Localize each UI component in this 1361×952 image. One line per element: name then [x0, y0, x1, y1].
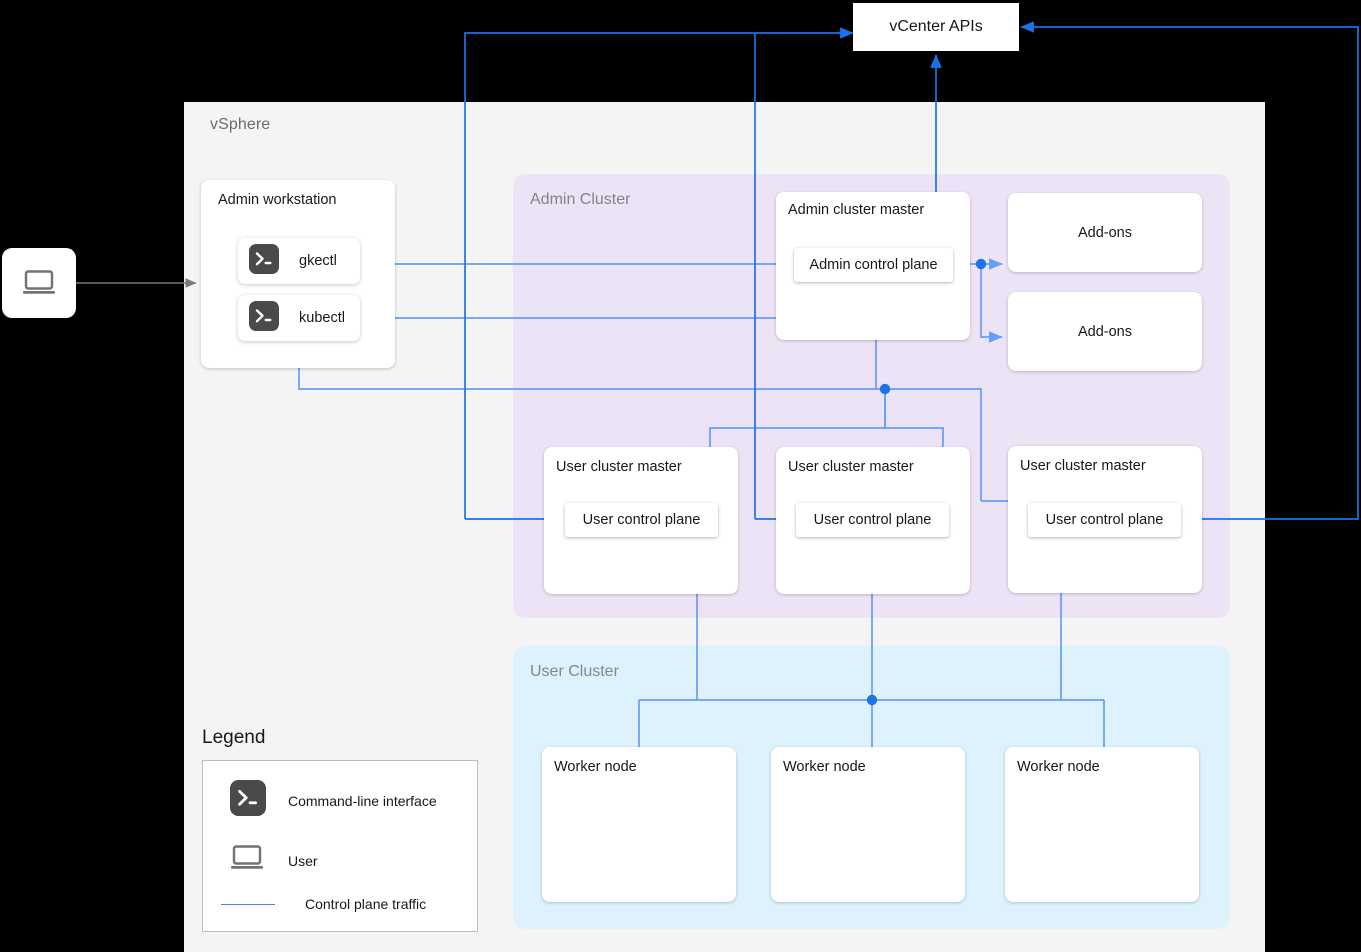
gkectl-label: gkectl [299, 253, 337, 269]
addons-label-1: Add-ons [1077, 224, 1132, 241]
legend-item-user: User [230, 845, 318, 876]
addons-card-1[interactable]: Add-ons [1008, 193, 1202, 272]
legend-label-user: User [288, 852, 318, 869]
admin-cluster-label: Admin Cluster [530, 191, 631, 208]
addons-card-2[interactable]: Add-ons [1008, 292, 1202, 371]
line-swatch-icon [221, 903, 275, 905]
worker-node-card-2[interactable]: Worker node [771, 747, 965, 902]
terminal-icon [249, 243, 279, 279]
terminal-icon [249, 300, 279, 336]
addons-label-2: Add-ons [1077, 323, 1132, 340]
worker-node-card-1[interactable]: Worker node [542, 747, 736, 902]
user-control-plane-box-1[interactable]: User control plane [565, 503, 718, 537]
user-cluster-master-title-1: User cluster master [556, 459, 682, 475]
laptop-icon [23, 270, 55, 294]
user-actor-card [2, 248, 76, 318]
admin-control-plane-box[interactable]: Admin control plane [794, 248, 953, 282]
worker-node-title-2: Worker node [783, 759, 866, 775]
legend-label-traffic: Control plane traffic [305, 896, 427, 912]
vcenter-apis-box[interactable]: vCenter APIs [853, 3, 1019, 51]
legend-label-cli: Command-line interface [288, 792, 437, 809]
user-cluster-master-title-2: User cluster master [788, 459, 914, 475]
user-control-plane-box-2[interactable]: User control plane [796, 503, 949, 537]
legend-item-cli: Command-line interface [230, 780, 437, 821]
kubectl-chip[interactable]: kubectl [238, 295, 360, 341]
gkectl-chip[interactable]: gkectl [238, 238, 360, 284]
worker-node-title-3: Worker node [1017, 759, 1100, 775]
legend-item-traffic: Control plane traffic [221, 896, 426, 912]
user-cluster-label: User Cluster [530, 663, 619, 680]
vsphere-label: vSphere [210, 116, 271, 133]
user-control-plane-box-3[interactable]: User control plane [1028, 503, 1181, 537]
kubectl-label: kubectl [299, 310, 345, 326]
laptop-icon [230, 845, 264, 876]
admin-cluster-master-title: Admin cluster master [788, 202, 925, 218]
worker-node-title-1: Worker node [554, 759, 637, 775]
user-cluster-master-title-3: User cluster master [1020, 458, 1146, 474]
admin-workstation-title: Admin workstation [218, 192, 337, 208]
legend-title: Legend [202, 727, 266, 748]
worker-node-card-3[interactable]: Worker node [1005, 747, 1199, 902]
terminal-icon [230, 780, 266, 821]
